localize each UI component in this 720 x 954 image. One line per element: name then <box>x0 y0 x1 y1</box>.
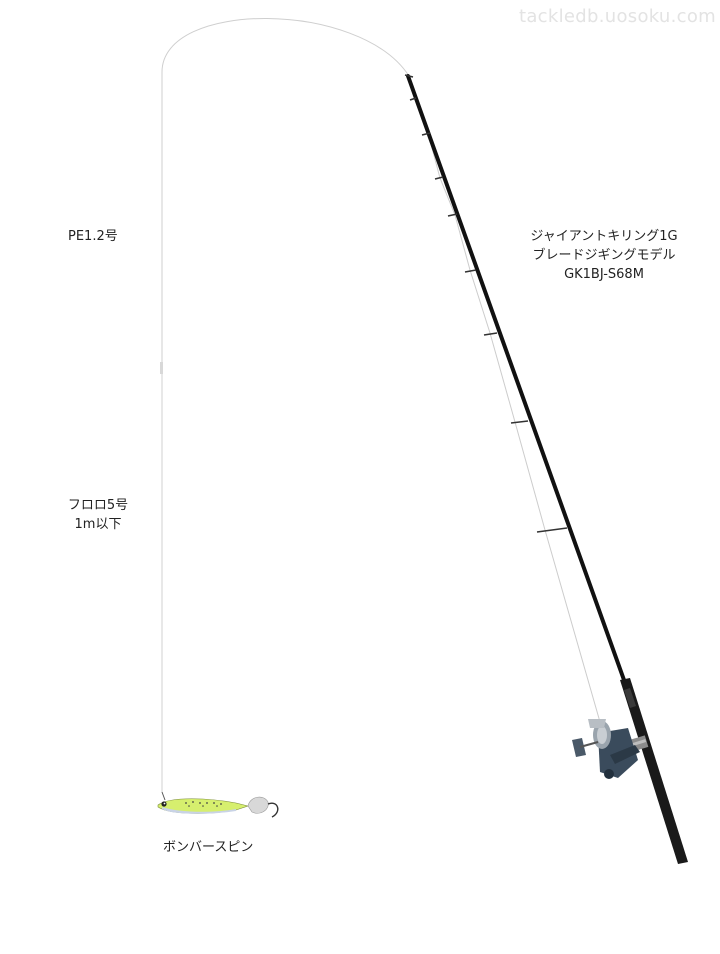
main-line <box>161 18 410 362</box>
leader-label-line1: フロロ5号 <box>67 498 129 513</box>
guide-6 <box>483 332 498 336</box>
rod-label-line3: GK1BJ-S68M <box>564 267 644 282</box>
rod-tip <box>404 74 414 78</box>
lure-hook <box>267 802 279 818</box>
guide-8 <box>536 527 568 533</box>
spinning-reel <box>572 719 640 779</box>
guide-7 <box>510 420 529 424</box>
rod-guides <box>409 97 568 533</box>
line-knot <box>160 362 163 374</box>
watermark: tackledb.uosoku.com <box>518 6 716 27</box>
leader-label: フロロ5号 1m以下 <box>58 496 138 534</box>
lure-split-ring <box>161 791 166 801</box>
lure-blade <box>247 796 269 814</box>
guide-2 <box>421 132 431 136</box>
rod-label-line2: ブレードジギングモデル <box>532 248 676 263</box>
guide-4 <box>447 213 458 217</box>
lure <box>157 791 279 818</box>
rod-blank <box>406 74 626 682</box>
lure-label: ボンバースピン <box>163 840 254 855</box>
lure-spots <box>185 801 222 807</box>
guide-1 <box>409 97 417 101</box>
rod-label: ジャイアントキリング1G ブレードジギングモデル GK1BJ-S68M <box>504 227 704 284</box>
guide-3 <box>434 176 444 180</box>
rod-handle <box>620 678 688 864</box>
lure-belly <box>162 807 236 814</box>
rod-label-line1: ジャイアントキリング1G <box>530 229 678 244</box>
main-line-label: PE1.2号 <box>68 229 118 244</box>
guide-line <box>408 75 601 723</box>
guide-5 <box>464 269 477 273</box>
leader-label-line2: 1m以下 <box>74 517 122 532</box>
